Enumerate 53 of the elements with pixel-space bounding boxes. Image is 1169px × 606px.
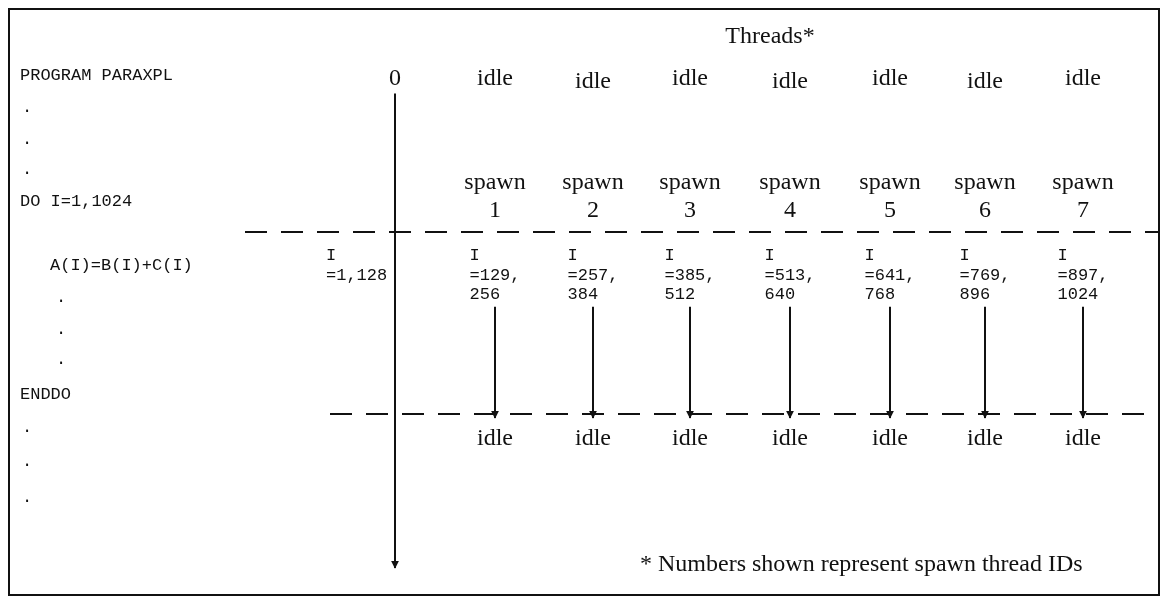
thread-state-text: idle <box>672 424 708 452</box>
ellipsis-dot: . <box>56 350 67 370</box>
thread-number: 0 <box>389 64 401 92</box>
ellipsis-dot: . <box>22 130 33 150</box>
spawn-label: spawn 5 <box>859 168 921 224</box>
thread-state-text: idle <box>1065 64 1101 92</box>
ellipsis-dot: . <box>56 320 67 340</box>
arrow <box>786 305 794 419</box>
ellipsis-dot: . <box>56 288 67 308</box>
loop-range-text: I =257, 384 <box>567 246 619 305</box>
thread-state-text: idle <box>967 67 1003 95</box>
arrow <box>981 305 989 419</box>
thread-state-text: idle <box>872 64 908 92</box>
arrow <box>491 305 499 419</box>
spawn-label: spawn 2 <box>562 168 624 224</box>
thread-state-text: idle <box>672 64 708 92</box>
ellipsis-dot: . <box>22 160 33 180</box>
code-line: DO I=1,1024 <box>20 192 133 212</box>
loop-range-text: I =1,128 <box>326 246 388 286</box>
thread-state-text: idle <box>772 67 808 95</box>
arrow <box>589 305 597 419</box>
thread-state-text: idle <box>772 424 808 452</box>
code-line: A(I)=B(I)+C(I) <box>50 256 193 276</box>
loop-range-text: I =897, 1024 <box>1057 246 1109 305</box>
arrow <box>391 92 399 569</box>
loop-range-text: I =769, 896 <box>959 246 1011 305</box>
heading-text: Threads* <box>725 22 815 50</box>
thread-state-text: idle <box>575 67 611 95</box>
thread-state-text: idle <box>1065 424 1101 452</box>
footnote-text: * Numbers shown represent spawn thread IDs <box>640 550 1083 578</box>
arrow <box>886 305 894 419</box>
ellipsis-dot: . <box>22 98 33 118</box>
loop-range-text: I =129, 256 <box>469 246 521 305</box>
ellipsis-dot: . <box>22 418 33 438</box>
ellipsis-dot: . <box>22 488 33 508</box>
spawn-label: spawn 7 <box>1052 168 1114 224</box>
spawn-label: spawn 3 <box>659 168 721 224</box>
thread-state-text: idle <box>872 424 908 452</box>
loop-range-text: I =385, 512 <box>664 246 716 305</box>
loop-range-text: I =513, 640 <box>764 246 816 305</box>
arrow <box>1079 305 1087 419</box>
thread-state-text: idle <box>477 424 513 452</box>
thread-state-text: idle <box>575 424 611 452</box>
loop-range-text: I =641, 768 <box>864 246 916 305</box>
code-line: ENDDO <box>20 385 71 405</box>
spawn-label: spawn 6 <box>954 168 1016 224</box>
ellipsis-dot: . <box>22 452 33 472</box>
spawn-label: spawn 1 <box>464 168 526 224</box>
arrow <box>686 305 694 419</box>
thread-state-text: idle <box>967 424 1003 452</box>
code-line: PROGRAM PARAXPL <box>20 66 174 86</box>
thread-state-text: idle <box>477 64 513 92</box>
spawn-label: spawn 4 <box>759 168 821 224</box>
